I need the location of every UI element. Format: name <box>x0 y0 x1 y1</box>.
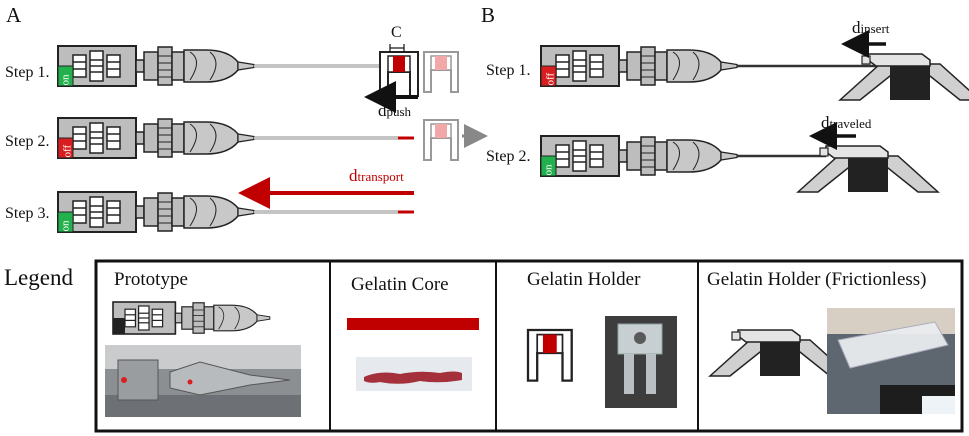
panel-b-step1-device <box>540 45 876 87</box>
panel-label-a: A <box>6 3 22 27</box>
legend-item-gelatin-core: Gelatin Core <box>351 274 449 295</box>
transport-label: dtransport <box>349 166 404 185</box>
panel-a-step3-device <box>57 191 414 233</box>
panel-a-step-2: Step 2. <box>5 133 50 150</box>
switch-label: on <box>59 74 72 86</box>
panel-a-step-1: Step 1. <box>5 64 50 81</box>
switch-label: on <box>542 164 555 176</box>
panel-a-step1-device <box>57 45 418 87</box>
frictionless-holder-photo <box>827 308 955 414</box>
frictionless-stand-icon <box>797 145 939 193</box>
gelatin-holder-photo <box>605 316 677 408</box>
legend-title: Legend <box>4 265 73 290</box>
legend-box <box>94 259 964 433</box>
gelatin-holder-faded-icon <box>423 119 459 161</box>
switch-label: off <box>544 72 557 86</box>
panel-label-b: B <box>481 3 496 27</box>
traveled-label: dtraveled <box>821 113 872 132</box>
switch-on <box>57 65 74 87</box>
gelatin-holder-icon <box>379 51 419 97</box>
switch-off <box>540 65 557 87</box>
panel-a-step2-device <box>57 117 414 159</box>
switch-on <box>540 155 557 177</box>
switch-off <box>57 137 74 159</box>
switch-label: on <box>59 220 72 232</box>
gelatin-core-photo <box>356 357 472 391</box>
legend-item-prototype: Prototype <box>114 269 188 290</box>
panel-b-step-1: Step 1. <box>486 62 531 79</box>
prototype-icon <box>112 301 271 335</box>
panel-b-step-2: Step 2. <box>486 148 531 165</box>
gelatin-holder-icon <box>526 328 573 382</box>
clearance-label: C <box>391 24 402 41</box>
frictionless-stand-icon <box>839 53 969 101</box>
gelatin-holder-faded-icon <box>423 51 459 93</box>
panel-b-step2-device <box>540 135 826 177</box>
legend-item-gelatin-holder: Gelatin Holder <box>527 269 641 290</box>
panel-a-step-3: Step 3. <box>5 205 50 222</box>
push-label: dpush <box>378 101 412 120</box>
insert-label: dinsert <box>852 18 890 37</box>
gelatin-core-icon <box>347 318 479 330</box>
switch-label: off <box>61 144 74 158</box>
legend-item-frictionless-holder: Gelatin Holder (Frictionless) <box>707 269 927 290</box>
prototype-photo <box>105 345 301 417</box>
switch-on <box>57 211 74 233</box>
